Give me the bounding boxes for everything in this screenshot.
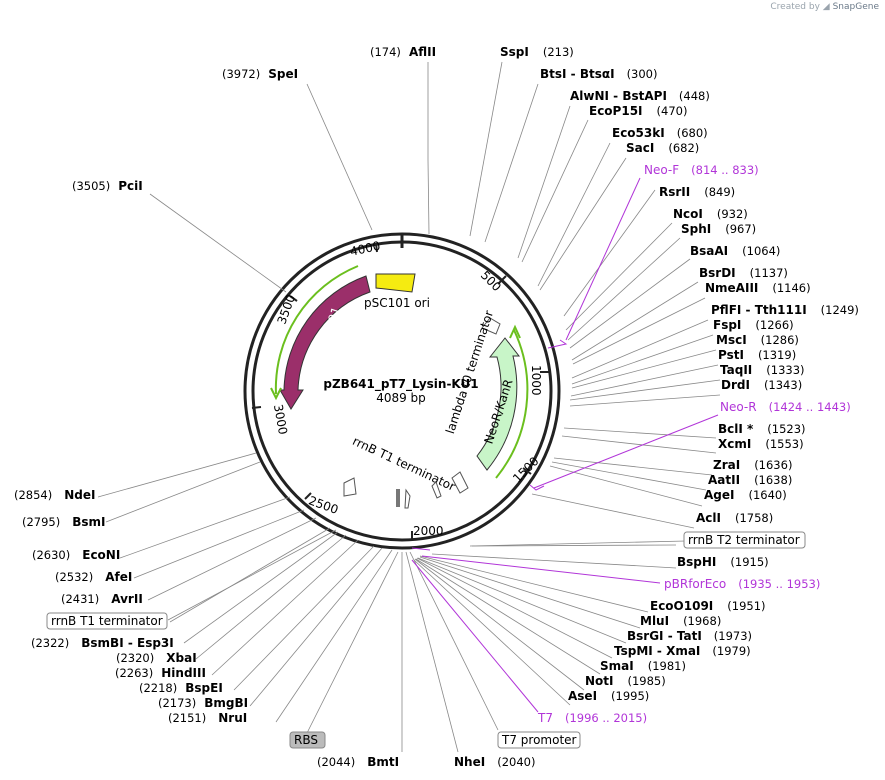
tick-label-1000: 1000: [529, 365, 543, 396]
rrnb-t2-arrow[interactable]: [451, 471, 469, 494]
site-label[interactable]: NmeAIII(1146): [705, 281, 811, 295]
site-label[interactable]: AgeI(1640): [704, 488, 787, 502]
site-label[interactable]: Neo-R(1424 .. 1443): [720, 400, 851, 414]
site-label[interactable]: (2151)NruI: [168, 711, 247, 725]
rrnb-t1-label: rrnB T1 terminator: [350, 434, 457, 494]
site-label[interactable]: MscI(1286): [716, 333, 799, 347]
site-label[interactable]: RsrII(849): [659, 185, 735, 199]
tick-label-4000: 4000: [349, 239, 382, 259]
tick-label-2500: 2500: [307, 493, 340, 517]
lambda-terminator-label: lambda t0 terminator: [443, 309, 496, 436]
site-label[interactable]: Eco53kI(680): [612, 126, 708, 140]
rrnb-t2-box[interactable]: [683, 531, 806, 549]
t7-promoter-box-label: T7 promoter: [501, 733, 577, 747]
rrnb-t2-box-label: rrnB T2 terminator: [688, 533, 800, 547]
neor-orf-arrow: [495, 329, 529, 479]
site-label[interactable]: (2320)XbaI: [116, 651, 197, 665]
site-label[interactable]: (2854)NdeI: [14, 488, 96, 502]
rep101-feature[interactable]: [279, 275, 371, 410]
rrnb-t1-box[interactable]: [46, 612, 168, 630]
psc101-ori-label: pSC101 ori: [364, 296, 430, 310]
site-label[interactable]: (2322)BsmBI - Esp3I: [31, 636, 174, 650]
site-label[interactable]: MluI(1968): [640, 614, 721, 628]
site-label[interactable]: (2532)AfeI: [55, 570, 132, 584]
rep101-orf-arrow: [274, 265, 359, 395]
plasmid-name: pZB641_pT7_Lysin-KU1: [323, 377, 478, 392]
site-label[interactable]: NotI(1985): [585, 674, 666, 688]
site-label[interactable]: EcoP15I(470): [589, 104, 687, 118]
site-label[interactable]: BspHI(1915): [677, 555, 769, 569]
rep101-orf-arrowhead: [270, 387, 282, 401]
site-label[interactable]: NcoI(932): [673, 207, 748, 221]
neor-kanr-feature[interactable]: [476, 337, 521, 471]
site-label[interactable]: ZraI(1636): [713, 458, 792, 472]
site-label[interactable]: AseI(1995): [568, 689, 649, 703]
boxed-labels: rrnB T2 terminator rrnB T1 terminator RB…: [46, 531, 806, 749]
site-label[interactable]: (2218)BspEI: [139, 681, 223, 695]
site-label[interactable]: BsrGI - TatI(1973): [627, 629, 752, 643]
site-label[interactable]: XcmI(1553): [718, 437, 804, 451]
site-label[interactable]: AlwNI - BstAPI(448): [570, 89, 710, 103]
rbs-box-label: RBS: [294, 733, 318, 747]
plasmid-length: 4089 bp: [376, 391, 426, 405]
site-label[interactable]: SspI(213): [500, 45, 574, 59]
site-label[interactable]: BtsI - BtsαI(300): [540, 67, 658, 81]
rrnb-t1-box-label: rrnB T1 terminator: [51, 614, 163, 628]
leader-lines: [97, 61, 721, 753]
t7-promoter-box[interactable]: [497, 731, 581, 749]
site-label[interactable]: (3972)SpeI: [222, 67, 298, 81]
neor-orf-arrowhead: [509, 324, 521, 339]
site-label[interactable]: DrdI(1343): [721, 378, 802, 392]
site-label[interactable]: (2173)BmgBI: [158, 696, 248, 710]
site-labels: (174)AflII SspI(213) (3972)SpeI BtsI - B…: [14, 45, 859, 769]
site-label[interactable]: TaqII(1333): [720, 363, 805, 377]
rbs-feature[interactable]: [396, 489, 400, 507]
site-label[interactable]: NheI(2040): [454, 755, 535, 769]
rbs-box[interactable]: [289, 731, 326, 749]
tick-label-2000: 2000: [413, 524, 444, 538]
rrnb-t1-arrow[interactable]: [343, 477, 357, 497]
minor-ticks: [251, 242, 549, 540]
site-label[interactable]: TspMI - XmaI(1979): [614, 644, 751, 658]
site-label[interactable]: (2044)BmtI: [317, 755, 399, 769]
site-label[interactable]: AatII(1638): [708, 473, 792, 487]
tick-label-3000: 3000: [271, 403, 290, 436]
site-label[interactable]: Neo-F(814 .. 833): [644, 163, 759, 177]
lambda-terminator-arrow[interactable]: [481, 317, 501, 335]
t7-promoter-feature[interactable]: [404, 488, 411, 509]
site-label[interactable]: AclI(1758): [696, 511, 773, 525]
site-label[interactable]: BsaAI(1064): [690, 244, 780, 258]
psc101-ori-feature[interactable]: [375, 273, 416, 293]
site-label[interactable]: BsrDI(1137): [699, 266, 788, 280]
site-label[interactable]: PflFI - Tth111I(1249): [711, 303, 859, 317]
site-label[interactable]: (2263)HindIII: [115, 666, 206, 680]
snapgene-logo-icon: ◢: [822, 2, 830, 12]
site-label[interactable]: (2431)AvrII: [61, 592, 143, 606]
primer-lines: [411, 177, 719, 713]
site-label[interactable]: SmaI(1981): [600, 659, 686, 673]
tick-label-500: 500: [478, 268, 504, 294]
site-label[interactable]: (174)AflII: [370, 45, 436, 59]
site-label[interactable]: EcoO109I(1951): [650, 599, 766, 613]
site-label[interactable]: (2795)BsmI: [22, 515, 106, 529]
small-arrow-feature[interactable]: [431, 481, 442, 499]
site-label[interactable]: pBRforEco(1935 .. 1953): [664, 577, 820, 591]
site-label[interactable]: (3505)PciI: [72, 179, 143, 193]
site-label[interactable]: SacI(682): [626, 141, 699, 155]
site-label[interactable]: BclI *(1523): [718, 422, 806, 436]
site-label[interactable]: PstI(1319): [718, 348, 796, 362]
snapgene-watermark: Created by ◢ SnapGene: [770, 2, 879, 12]
site-label[interactable]: (2630)EcoNI: [32, 548, 120, 562]
site-label[interactable]: FspI(1266): [713, 318, 794, 332]
site-label[interactable]: T7(1996 .. 2015): [537, 711, 647, 725]
site-label[interactable]: SphI(967): [681, 222, 756, 236]
